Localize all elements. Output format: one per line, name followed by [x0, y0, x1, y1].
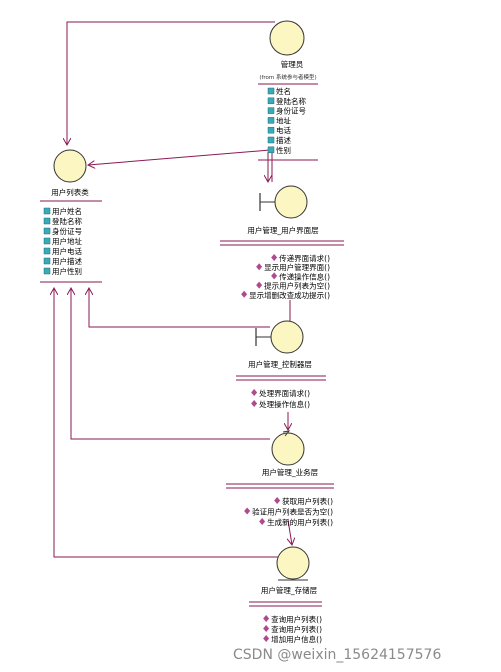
admin-label: 管理员	[281, 59, 304, 69]
node-ui-layer: 用户管理_用户界面层 传递界面请求()显示用户管理界面()传递操作信息()提示用…	[220, 185, 344, 300]
operation-icon	[241, 290, 248, 298]
ui-layer-circle	[274, 185, 308, 219]
attribute-icon	[267, 87, 275, 95]
attribute-item: 电话	[276, 125, 291, 135]
attribute-icon	[267, 146, 275, 154]
operation-icon	[256, 281, 263, 289]
attribute-item: 身份证号	[276, 106, 306, 116]
attribute-item: 地址	[276, 115, 291, 125]
operation-icon	[251, 389, 258, 396]
attribute-item: 用户姓名	[52, 206, 82, 216]
business-layer-operation-list: 获取用户列表()验证用户列表是否为空()生成新的用户列表()	[244, 496, 333, 527]
operation-item: 传递操作信息()	[279, 271, 330, 281]
operation-item: 验证用户列表是否为空()	[252, 507, 333, 517]
connectors	[54, 21, 292, 558]
control-layer-label: 用户管理_控制器层	[248, 359, 312, 369]
ui-layer-label: 用户管理_用户界面层	[247, 225, 319, 235]
control-layer-operation-list: 处理界面请求()处理操作信息()	[251, 388, 310, 409]
operation-item: 查询用户列表()	[271, 614, 322, 624]
operation-item: 提示用户列表为空()	[264, 281, 330, 291]
attribute-icon	[43, 207, 51, 215]
link-business-to-user-list	[71, 288, 270, 440]
attribute-icon	[43, 247, 51, 255]
attribute-item: 性别	[276, 145, 291, 155]
admin-circle	[269, 20, 305, 56]
attribute-icon	[267, 136, 275, 144]
control-layer-circle	[270, 320, 304, 354]
storage-layer-operation-list: 查询用户列表()查询用户列表()增加用户信息()	[263, 614, 322, 644]
operation-icon	[271, 272, 278, 280]
operation-item: 生成新的用户列表()	[267, 517, 333, 527]
attribute-item: 用户地址	[52, 236, 82, 246]
attribute-item: 身份证号	[52, 226, 82, 236]
attribute-icon	[267, 97, 275, 105]
business-layer-label: 用户管理_业务层	[262, 467, 319, 477]
operation-item: 查询用户列表()	[271, 624, 322, 634]
operation-icon	[251, 400, 258, 407]
business-layer-circle	[271, 432, 305, 466]
attribute-item: 用户电话	[52, 246, 82, 256]
ui-layer-operation-list: 传递界面请求()显示用户管理界面()传递操作信息()提示用户列表为空()显示增删…	[241, 253, 330, 300]
link-admin-direct-to-user-list	[88, 149, 271, 165]
operation-icon	[263, 625, 270, 632]
attribute-icon	[43, 237, 51, 245]
link-storage-to-user-list	[54, 288, 279, 558]
node-business-layer: 用户管理_业务层 获取用户列表()验证用户列表是否为空()生成新的用户列表()	[226, 430, 334, 527]
user-list-circle	[53, 149, 87, 183]
link-control-to-user-list	[89, 288, 270, 328]
operation-item: 处理操作信息()	[259, 399, 310, 409]
operation-icon	[244, 507, 251, 515]
operation-item: 获取用户列表()	[282, 496, 333, 506]
attribute-item: 登陆名称	[52, 216, 82, 226]
attribute-icon	[43, 227, 51, 235]
attribute-icon	[267, 107, 275, 114]
attribute-icon	[43, 217, 51, 225]
operation-item: 处理界面请求()	[259, 388, 310, 398]
operation-item: 显示增删改查成功提示()	[249, 290, 330, 300]
attribute-item: 描述	[276, 135, 291, 145]
link-business-to-storage	[288, 519, 292, 545]
attribute-item: 用户描述	[52, 256, 82, 266]
user-list-label: 用户列表类	[51, 187, 89, 197]
link-admin-to-user-list	[67, 21, 275, 145]
operation-icon	[271, 254, 278, 261]
node-control-layer: 用户管理_控制器层 处理界面请求()处理操作信息()	[236, 320, 326, 409]
attribute-icon	[43, 257, 51, 265]
operation-item: 显示用户管理界面()	[264, 262, 330, 272]
storage-layer-label: 用户管理_存储层	[261, 585, 318, 595]
node-storage-layer: 用户管理_存储层 查询用户列表()查询用户列表()增加用户信息()	[249, 546, 322, 644]
operation-icon	[263, 615, 270, 622]
admin-stereotype: (from 系统参与者模型)	[259, 73, 316, 81]
operation-icon	[274, 497, 281, 504]
operation-item: 传递界面请求()	[279, 253, 330, 263]
attribute-icon	[43, 267, 51, 275]
operation-item: 增加用户信息()	[271, 634, 322, 644]
operation-icon	[263, 635, 270, 642]
watermark: CSDN @weixin_15624157576	[233, 647, 441, 663]
operation-icon	[256, 263, 263, 271]
operation-icon	[259, 518, 266, 525]
attribute-item: 用户性别	[52, 266, 82, 276]
storage-layer-circle	[276, 546, 310, 580]
attribute-icon	[267, 126, 275, 134]
attribute-item: 登陆名称	[276, 96, 306, 106]
attribute-icon	[267, 117, 275, 124]
attribute-item: 姓名	[276, 86, 291, 96]
